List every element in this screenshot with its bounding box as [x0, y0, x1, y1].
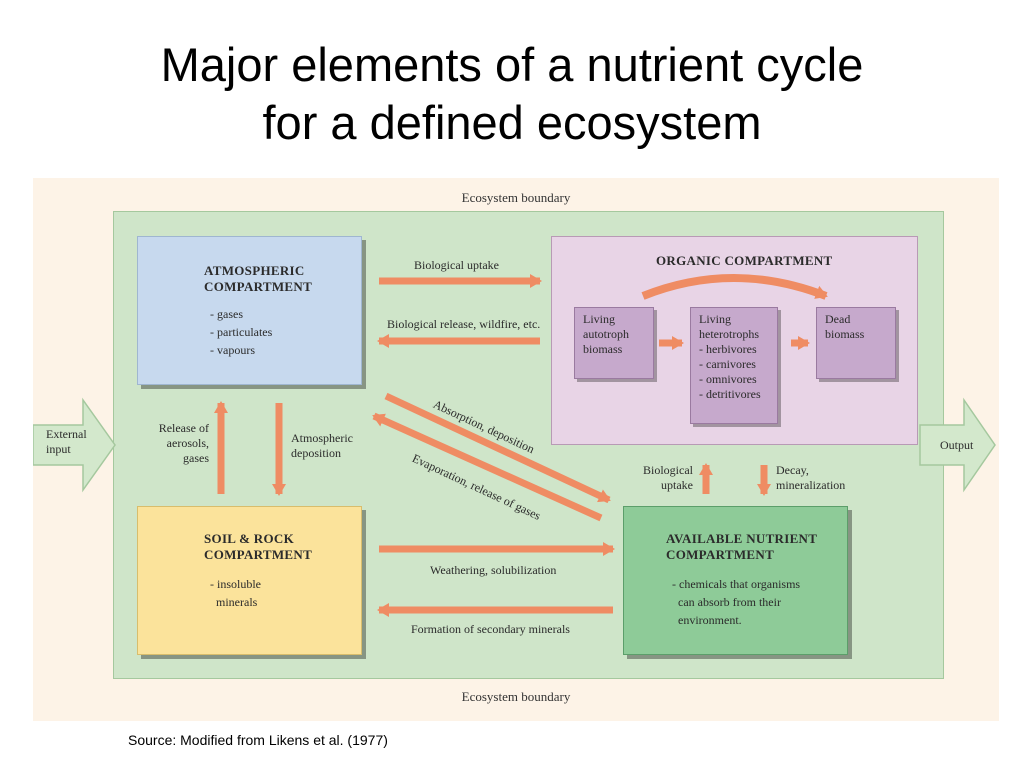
atmospheric-item: - particulates	[210, 325, 273, 339]
organic-cycle-arc-arrow	[641, 274, 828, 300]
available-nutrient-title: AVAILABLE NUTRIENT COMPARTMENT	[666, 531, 818, 562]
ecosystem-boundary-top-label: Ecosystem boundary	[461, 190, 571, 205]
dead-biomass-box: Dead biomass	[816, 307, 896, 379]
available-nutrient-compartment: AVAILABLE NUTRIENT COMPARTMENT - chemica…	[623, 506, 848, 655]
atmospheric-compartment: ATMOSPHERIC COMPARTMENT - gases - partic…	[137, 236, 362, 385]
atmospheric-item: - gases	[210, 307, 243, 321]
available-nutrient-item: can absorb from their	[672, 595, 781, 609]
available-nutrient-item: - chemicals that organisms	[672, 577, 801, 591]
weathering-label: Weathering, solubilization	[430, 563, 557, 577]
soil-rock-compartment: SOIL & ROCK COMPARTMENT - insoluble mine…	[137, 506, 362, 655]
biological-uptake-label: Biological uptake	[414, 258, 499, 272]
release-aerosols-label: Release of aerosols, gases	[158, 421, 209, 465]
input-output-arrows	[33, 397, 996, 493]
external-input-arrow	[33, 397, 116, 493]
external-input-label: External input	[46, 427, 87, 456]
living-heterotrophs-box: Living heterotrophs - herbivores - carni…	[690, 307, 778, 424]
formation-secondary-label: Formation of secondary minerals	[411, 622, 570, 636]
output-label: Output	[940, 438, 974, 452]
title-line-1: Major elements of a nutrient cycle	[160, 38, 864, 91]
soil-rock-item: minerals	[210, 595, 258, 609]
slide-title: Major elements of a nutrient cycle for a…	[0, 36, 1024, 152]
soil-rock-item: - insoluble	[210, 577, 261, 591]
organic-title: ORGANIC COMPARTMENT	[656, 253, 833, 268]
soil-rock-title: SOIL & ROCK COMPARTMENT	[204, 531, 313, 562]
title-line-2: for a defined ecosystem	[262, 96, 762, 149]
living-autotroph-box: Living autotroph biomass	[574, 307, 654, 379]
ecosystem-boundary-bottom-label: Ecosystem boundary	[461, 689, 571, 704]
atmospheric-item: - vapours	[210, 343, 255, 357]
absorption-deposition-arrow	[384, 392, 611, 504]
source-citation: Source: Modified from Likens et al. (197…	[128, 732, 388, 748]
nutrient-cycle-diagram: Ecosystem boundary Ecosystem boundary Ex…	[33, 178, 999, 721]
available-nutrient-item: environment.	[672, 613, 742, 627]
evaporation-release-arrow	[372, 412, 603, 522]
output-arrow	[919, 397, 996, 493]
biological-uptake-right-label: Biological uptake	[643, 463, 693, 492]
atmospheric-deposition-label: Atmospheric deposition	[291, 431, 353, 460]
decay-mineralization-label: Decay, mineralization	[776, 463, 846, 492]
flow-arrows	[214, 274, 828, 617]
biological-release-label: Biological release, wildfire, etc.	[387, 317, 541, 331]
atmospheric-title: ATMOSPHERIC COMPARTMENT	[204, 263, 313, 294]
